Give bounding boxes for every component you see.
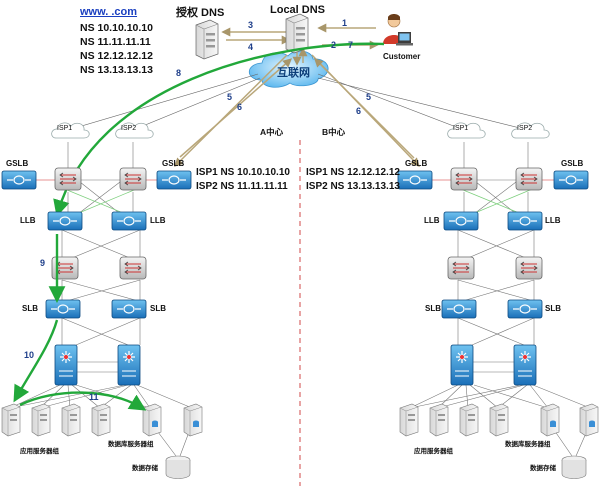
center-b-ns-line: ISP2 NS 13.13.13.13 <box>306 181 400 192</box>
gslb-label: GSLB <box>162 159 185 168</box>
app-server-icon <box>459 403 479 437</box>
step-number: 5 <box>227 92 233 102</box>
switch-left-icon <box>447 256 475 280</box>
ns-record: NS 13.13.13.13 <box>80 64 153 76</box>
center-a <box>1 122 203 479</box>
step-number: 2 <box>331 40 337 50</box>
llb-label: LLB <box>545 216 561 225</box>
ns-record: NS 11.11.11.11 <box>80 36 151 48</box>
step-number: 10 <box>24 350 35 360</box>
core-switch-right-icon <box>117 344 141 386</box>
core-switch-left-icon <box>450 344 474 386</box>
authoritative-dns-server-icon <box>195 19 219 60</box>
center-a-ns-line: ISP2 NS 11.11.11.11 <box>196 181 288 192</box>
db-server-group-label: 数据库服务器组 <box>505 441 551 448</box>
llb-right-icon <box>111 211 147 231</box>
app-server-icon <box>61 403 81 437</box>
app-server-icon <box>429 403 449 437</box>
step-number: 6 <box>356 106 362 116</box>
slb-label: SLB <box>22 304 38 313</box>
customer-icon <box>383 14 413 46</box>
llb-label: LLB <box>424 216 440 225</box>
center-b-ns-line: ISP1 NS 12.12.12.12 <box>306 167 400 178</box>
gslb-left-icon <box>1 170 37 190</box>
local-dns-label: Local DNS <box>270 4 326 16</box>
flow-arrow-step-10 <box>13 319 59 403</box>
slb-left-icon <box>45 299 81 319</box>
storage-icon <box>165 455 191 479</box>
gslb-right-icon <box>156 170 192 190</box>
app-server-icon <box>399 403 419 437</box>
app-server-icon <box>91 403 111 437</box>
db-server-icon <box>540 403 560 437</box>
router-right-icon <box>119 167 147 191</box>
ns-record: NS 12.12.12.12 <box>80 50 153 62</box>
auth-dns-label: 授权 DNS <box>176 7 225 19</box>
db-server-icon <box>183 403 203 437</box>
gslb-left-icon <box>397 170 433 190</box>
router-left-icon <box>54 167 82 191</box>
switch-right-icon <box>119 256 147 280</box>
router-right-icon <box>515 167 543 191</box>
internet-label: 互联网 <box>277 67 310 79</box>
center-a-title: A中心 <box>260 127 284 137</box>
slb-right-icon <box>111 299 147 319</box>
step-number: 3 <box>248 20 254 30</box>
isp1-label: ISP1 <box>57 125 73 132</box>
gslb-label: GSLB <box>405 159 428 168</box>
core-switch-left-icon <box>54 344 78 386</box>
storage-label: 数据存储 <box>530 465 556 472</box>
step-number: 5 <box>366 92 372 102</box>
storage-icon <box>561 455 587 479</box>
domain-name: www. .com <box>80 6 138 18</box>
llb-label: LLB <box>150 216 166 225</box>
flow-arrow-step-11 <box>19 391 147 411</box>
core-switch-right-icon <box>513 344 537 386</box>
app-server-icon <box>489 403 509 437</box>
app-server-icon <box>1 403 21 437</box>
slb-label: SLB <box>545 304 561 313</box>
db-server-icon <box>142 403 162 437</box>
isp2-label: ISP2 <box>121 125 137 132</box>
app-server-group-label: 应用服务器组 <box>414 448 453 455</box>
slb-left-icon <box>441 299 477 319</box>
slb-label: SLB <box>425 304 441 313</box>
flow-arrow-step-8 <box>53 42 385 217</box>
router-left-icon <box>450 167 478 191</box>
local-dns-server-icon <box>285 13 309 54</box>
center-b-title: B中心 <box>322 127 346 137</box>
center-b <box>397 122 599 479</box>
isp2-label: ISP2 <box>517 125 533 132</box>
db-server-icon <box>579 403 599 437</box>
llb-right-icon <box>507 211 543 231</box>
slb-right-icon <box>507 299 543 319</box>
gslb-label: GSLB <box>6 159 29 168</box>
db-server-group-label: 数据库服务器组 <box>108 441 154 448</box>
app-server-icon <box>31 403 51 437</box>
step-number: 11 <box>89 392 99 402</box>
step-number: 9 <box>40 258 46 268</box>
center-a-ns-line: ISP1 NS 10.10.10.10 <box>196 167 290 178</box>
step-number: 8 <box>176 68 182 78</box>
switch-right-icon <box>515 256 543 280</box>
llb-left-icon <box>443 211 479 231</box>
gslb-label: GSLB <box>561 159 584 168</box>
step-number: 6 <box>237 102 243 112</box>
step-number: 4 <box>248 42 254 52</box>
app-server-group-label: 应用服务器组 <box>20 448 59 455</box>
ns-record: NS 10.10.10.10 <box>80 22 153 34</box>
storage-label: 数据存储 <box>132 465 158 472</box>
step-number: 7 <box>348 40 354 50</box>
step-number: 1 <box>342 18 348 28</box>
gslb-right-icon <box>553 170 589 190</box>
llb-label: LLB <box>20 216 36 225</box>
internet-links <box>67 73 529 131</box>
llb-left-icon <box>47 211 83 231</box>
isp1-label: ISP1 <box>453 125 469 132</box>
customer-label: Customer <box>383 52 421 61</box>
slb-label: SLB <box>150 304 166 313</box>
